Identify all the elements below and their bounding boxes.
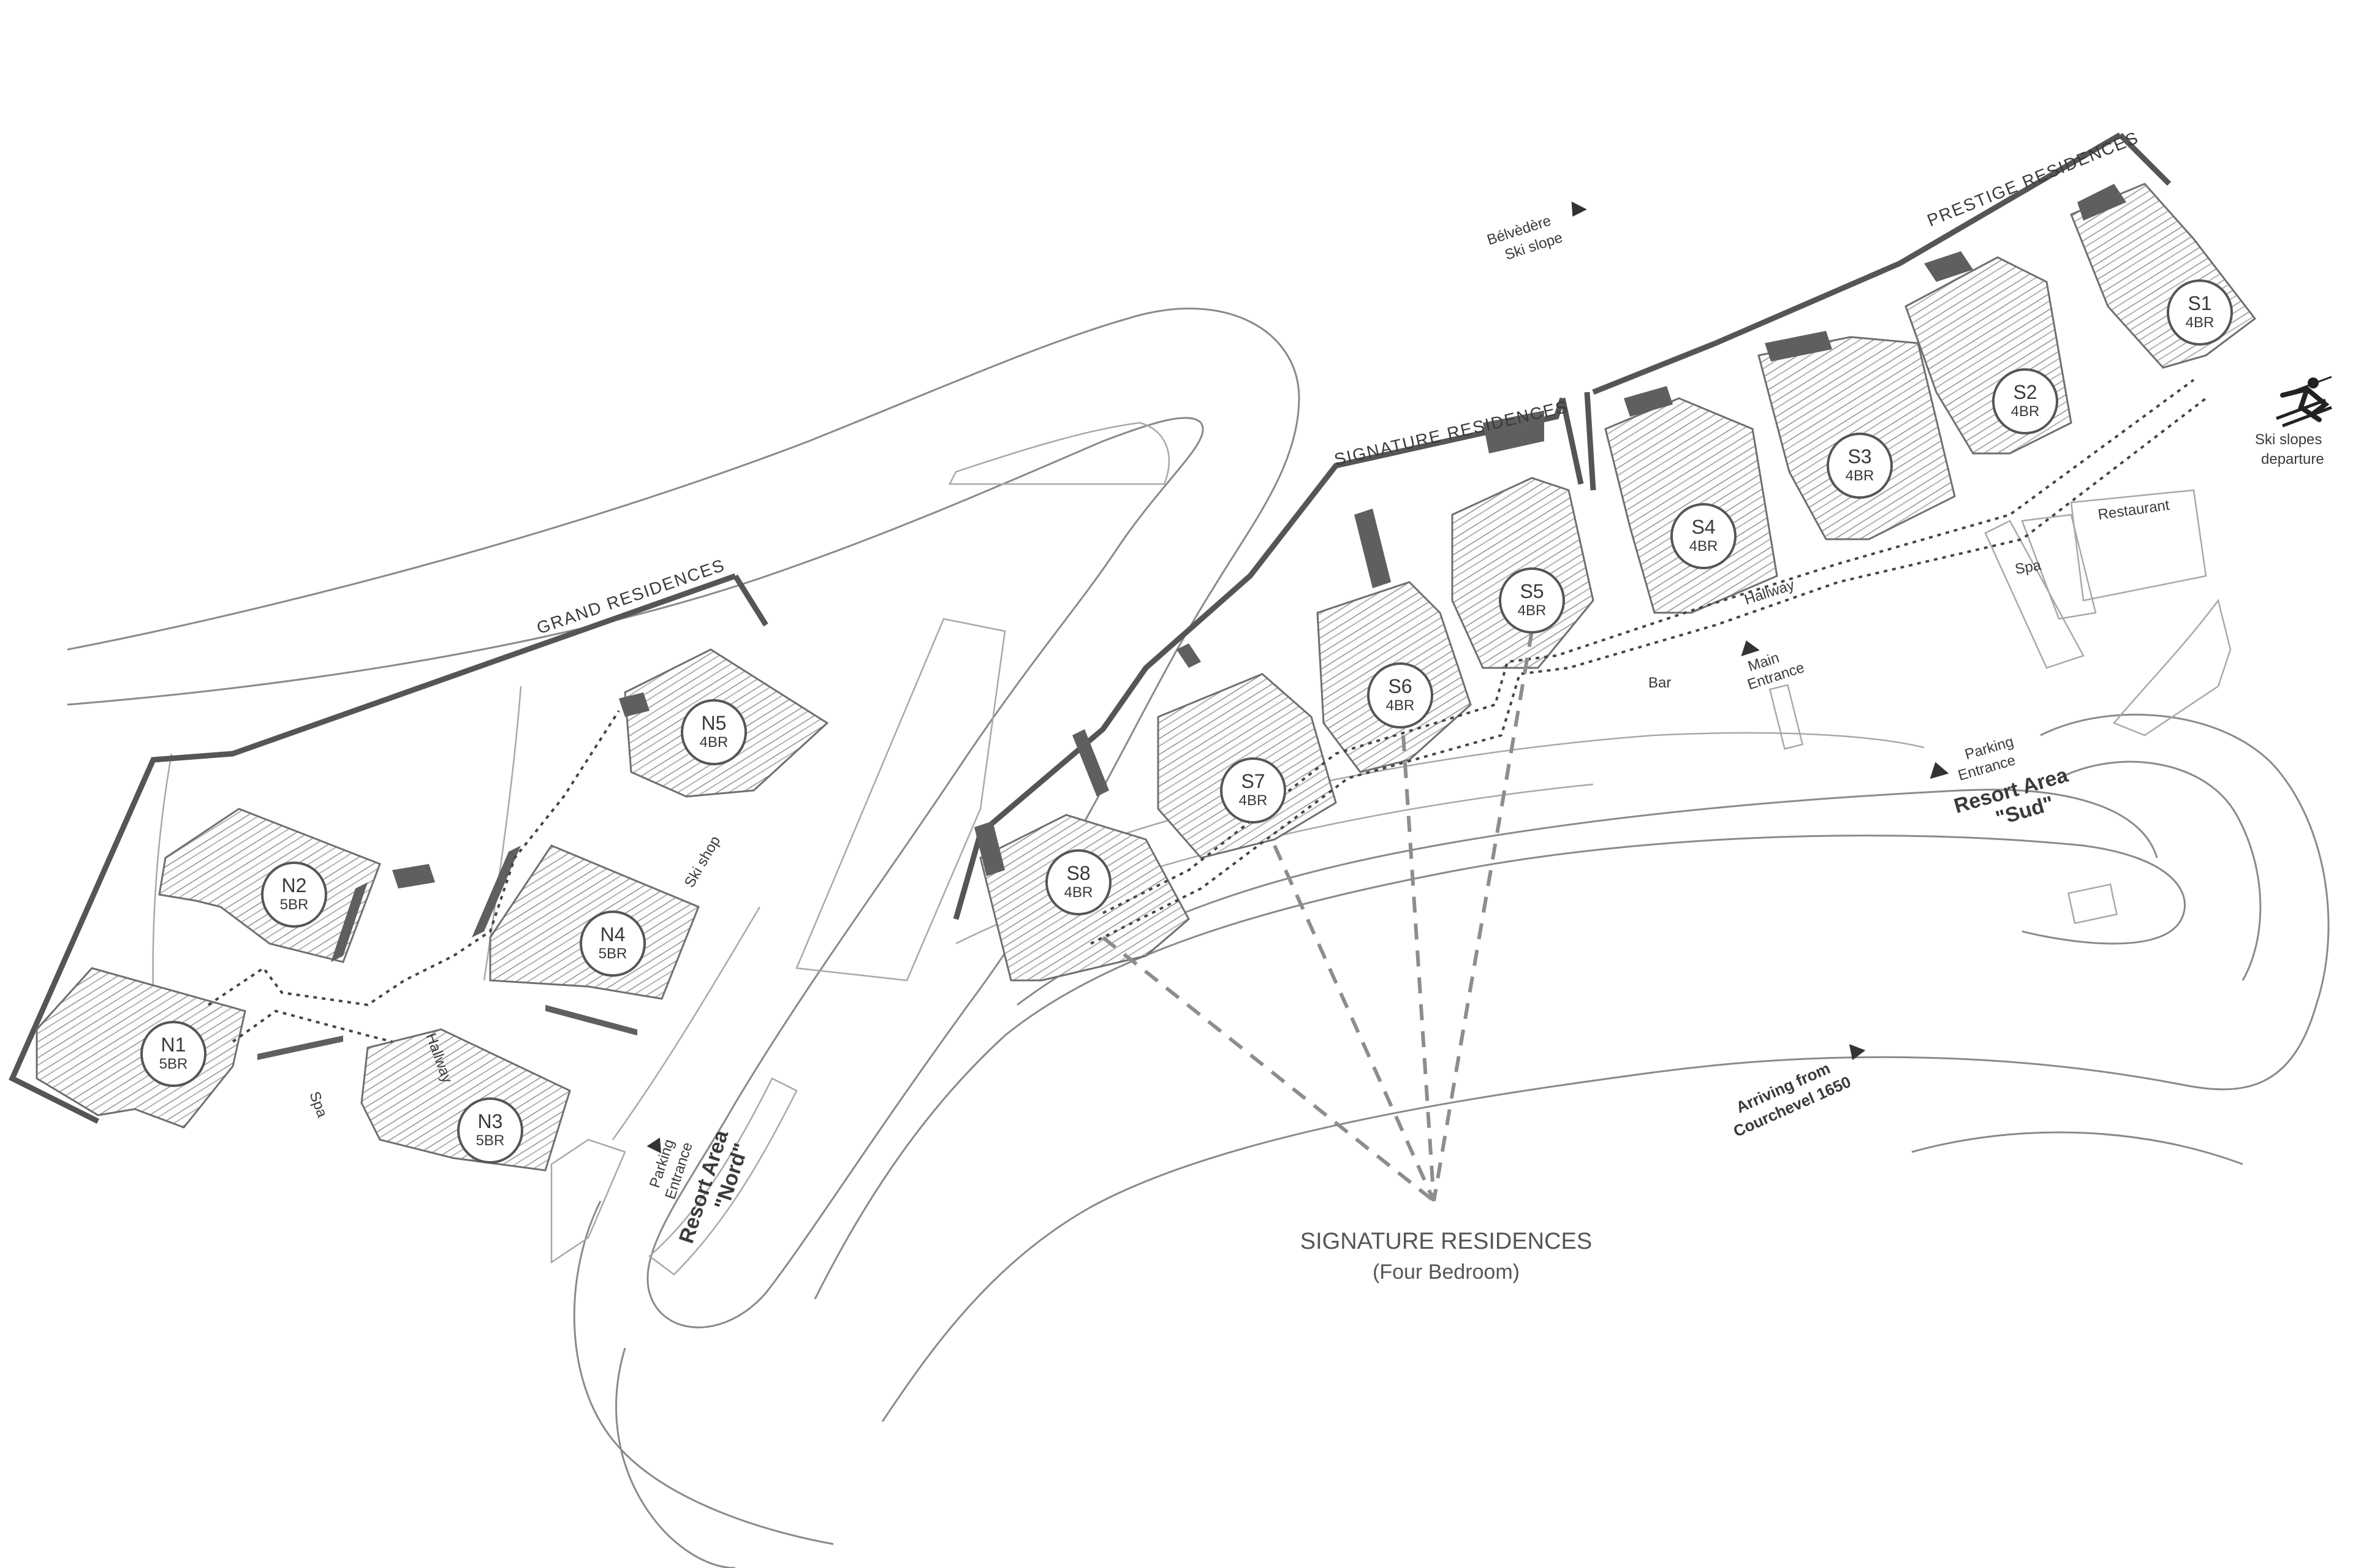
parking-sud-icon	[1930, 762, 1949, 779]
ski-shop-label: Ski shop	[681, 833, 724, 890]
parking-nord-icon	[646, 1137, 661, 1154]
spa-nord-label: Spa	[306, 1089, 330, 1120]
skier-icon	[2276, 376, 2332, 428]
unit-s3[interactable]: S3 4BR	[1827, 433, 1893, 499]
restaurant-label: Restaurant	[2097, 497, 2170, 523]
unit-n2-beds: 5BR	[280, 896, 309, 913]
unit-s4-id: S4	[1691, 516, 1715, 538]
unit-s5-beds: 4BR	[1518, 602, 1547, 619]
unit-n2[interactable]: N2 5BR	[261, 862, 327, 928]
unit-n5-beds: 4BR	[700, 734, 729, 751]
belvedere-direction-icon	[1571, 201, 1587, 217]
unit-s7[interactable]: S7 4BR	[1220, 757, 1286, 824]
arriving-from-courchevel: Arriving from Courchevel 1650	[1730, 1044, 1866, 1141]
unit-s2-beds: 4BR	[2011, 403, 2040, 420]
unit-s4[interactable]: S4 4BR	[1670, 503, 1737, 569]
unit-s5[interactable]: S5 4BR	[1499, 567, 1565, 634]
unit-n3-id: N3	[478, 1110, 503, 1132]
ski-slopes-departure-label-1: Ski slopes	[2255, 431, 2322, 448]
unit-s4-beds: 4BR	[1689, 538, 1718, 555]
unit-n1-id: N1	[161, 1034, 186, 1056]
main-entrance[interactable]: Main Entrance	[1735, 626, 1806, 694]
legend-subtitle: (Four Bedroom)	[1373, 1260, 1520, 1284]
zone-boundaries	[9, 132, 2172, 1124]
signature-residences-buildings	[974, 183, 2257, 982]
unit-s7-id: S7	[1241, 770, 1265, 792]
signature-leader-lines	[1102, 631, 1534, 1203]
unit-s8-id: S8	[1066, 862, 1090, 884]
bar-label: Bar	[1648, 675, 1671, 691]
unit-s8[interactable]: S8 4BR	[1045, 849, 1112, 915]
unit-n5-id: N5	[702, 712, 727, 734]
road-network	[67, 308, 2330, 1568]
main-entrance-icon	[1741, 640, 1760, 657]
unit-n1-beds: 5BR	[159, 1056, 188, 1072]
grand-residences-label: GRAND RESIDENCES	[534, 555, 727, 637]
unit-s6-id: S6	[1388, 675, 1412, 697]
unit-n4[interactable]: N4 5BR	[580, 911, 646, 977]
ski-slopes-departure-label-2: departure	[2261, 451, 2324, 468]
unit-n4-beds: 5BR	[599, 945, 627, 962]
unit-s2-id: S2	[2013, 381, 2037, 403]
unit-s1-id: S1	[2188, 292, 2211, 314]
unit-s6[interactable]: S6 4BR	[1367, 662, 1433, 729]
belvedere-ski-slope: Bélvèdère Ski slope	[1485, 201, 1587, 263]
parking-entrance-sud[interactable]: Parking Entrance Resort Area "Sud"	[1924, 721, 2078, 845]
arriving-direction-icon	[1849, 1044, 1866, 1061]
unit-s3-id: S3	[1847, 445, 1871, 468]
unit-s1[interactable]: S1 4BR	[2167, 279, 2233, 346]
unit-s5-id: S5	[1520, 580, 1544, 602]
signature-legend: SIGNATURE RESIDENCES (Four Bedroom)	[1300, 1229, 1592, 1284]
unit-s3-beds: 4BR	[1846, 468, 1874, 484]
unit-s6-beds: 4BR	[1386, 697, 1415, 714]
unit-n4-id: N4	[601, 923, 626, 945]
unit-n1[interactable]: N1 5BR	[140, 1021, 207, 1087]
legend-title: SIGNATURE RESIDENCES	[1300, 1229, 1592, 1254]
unit-s1-beds: 4BR	[2186, 314, 2215, 331]
unit-s8-beds: 4BR	[1064, 884, 1093, 901]
unit-s2[interactable]: S2 4BR	[1992, 368, 2058, 434]
unit-s7-beds: 4BR	[1239, 792, 1268, 809]
unit-n2-id: N2	[282, 874, 307, 896]
unit-n3[interactable]: N3 5BR	[457, 1097, 523, 1164]
unit-n5[interactable]: N5 4BR	[681, 699, 747, 765]
unit-n3-beds: 5BR	[476, 1132, 505, 1149]
